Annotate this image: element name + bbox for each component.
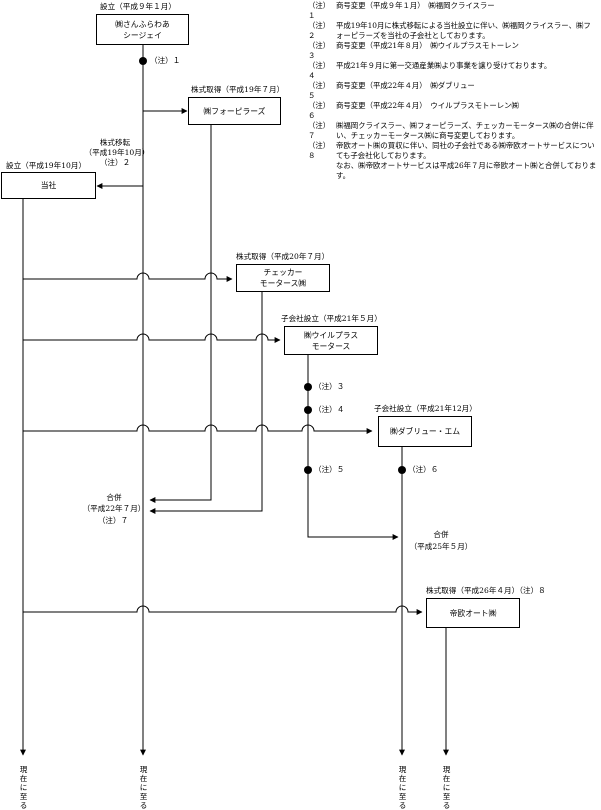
label-iten-date: （平成19年10月）: [84, 148, 150, 157]
label-dot4: （注）４: [314, 405, 345, 414]
note-row: （注）２ 平成19年10月に株式移転による当社設立に伴い、㈱福岡クライスラー、㈱フ…: [308, 21, 598, 41]
arrow-to-double: [23, 424, 373, 434]
label-gappei-date: （平成22年７月）: [82, 504, 146, 513]
genzai-teikyo: 現在に至る: [442, 765, 451, 810]
dot-note5: [304, 466, 312, 474]
label-gappei-note: （注）７: [97, 516, 129, 525]
sanfurawa-line2: シージェイ: [123, 30, 162, 40]
note-text: 商号変更（平成22年４月） ウイルプラスモトーレン㈱: [336, 101, 519, 110]
note-row: （注）８ 帝欧オート㈱の買収に伴い、同社の子会社である㈱帝欧オートサービスについて…: [308, 141, 598, 161]
label-setsuritsu2: 設立（平成19年10月）: [6, 161, 87, 170]
note-row: （注）３ 商号変更（平成21年８月） ㈱ウイルプラスモトーレン: [308, 41, 598, 61]
dot-note1: [139, 57, 147, 65]
wilplus-line2: モータース: [311, 341, 351, 351]
note-num: （注）８: [308, 141, 331, 160]
box-checker: チェッカーモータース㈱: [236, 264, 330, 292]
dot-note3: [304, 383, 312, 391]
label-gappei-title: 合併: [106, 493, 122, 502]
note-num: （注）２: [308, 21, 331, 40]
box-teikyo: 帝欧オート㈱: [426, 598, 520, 628]
label-kabushiki20: 株式取得（平成20年７月）: [236, 252, 330, 261]
label-gappei2-title: 合併: [433, 530, 449, 539]
note-text: 平成21年９月に第一交通産業㈱より事業を譲り受けております。: [336, 61, 552, 70]
label-iten-note: （注）２: [99, 158, 131, 167]
genzai-double: 現在に至る: [398, 765, 407, 810]
note-text: 商号変更（平成22年４月） ㈱ダブリュー: [336, 81, 475, 90]
dot-note6: [398, 466, 406, 474]
note-row: （注）１ 商号変更（平成９年１月） ㈱福岡クライスラー: [308, 1, 598, 21]
label-dot3: （注）３: [314, 382, 345, 391]
label-dot5: （注）５: [314, 465, 345, 474]
note-text: ㈱福岡クライスラー、㈱フォーピラーズ、チェッカーモータース㈱の合併に伴い、チェッ…: [336, 121, 594, 140]
label-kabushiki26: 株式取得（平成26年４月）（注）８: [426, 586, 546, 595]
label-dot6: （注）６: [408, 465, 439, 474]
box-follow: ㈱フォーピラーズ: [188, 97, 281, 125]
arrow-to-wilplus: [23, 333, 281, 343]
note-text: 帝欧オート㈱の買収に伴い、同社の子会社である㈱帝欧オートサービスについても子会社…: [336, 141, 595, 160]
sanfurawa-line1: ㈱さんふらわあ: [115, 19, 170, 29]
teikyo-line1: 帝欧オート㈱: [449, 608, 497, 618]
arrow-to-teikyo: [23, 605, 423, 615]
note-row: （注）６ 商号変更（平成22年４月） ウイルプラスモトーレン㈱: [308, 101, 598, 121]
genzai-tosha: 現在に至る: [19, 765, 28, 810]
follow-line: [149, 125, 212, 503]
wilplus-line: [307, 355, 399, 540]
label-dot1: （注）１: [150, 56, 181, 65]
note-num: （注）７: [308, 121, 331, 140]
label-iten-title: 株式移転: [99, 138, 131, 147]
label-kogaisha21-5: 子会社設立（平成21年５月）: [281, 314, 382, 323]
box-tosha: 当社: [1, 172, 96, 199]
note-row: （注）７ ㈱福岡クライスラー、㈱フォーピラーズ、チェッカーモータース㈱の合併に伴い…: [308, 121, 598, 141]
note-num: （注）５: [308, 81, 331, 100]
genzai-sanfurawa: 現在に至る: [139, 765, 148, 810]
label-kogaisha21-12: 子会社設立（平成21年12月）: [374, 404, 477, 413]
note-num: （注）１: [308, 1, 331, 20]
checker-line2: モータース㈱: [259, 279, 307, 288]
note-row: なお、㈱帝欧オートサービスは平成26年７月に帝欧オート㈱と合併しております。: [308, 161, 598, 181]
arrow-to-checker: [23, 272, 233, 282]
note-text: 商号変更（平成21年８月） ㈱ウイルプラスモトーレン: [336, 41, 519, 50]
note-text: 平成19年10月に株式移転による当社設立に伴い、㈱福岡クライスラー、㈱フォーピラ…: [336, 21, 591, 40]
dot-note4: [304, 406, 312, 414]
tosha-line1: 当社: [40, 181, 57, 190]
label-setsuritsu1: 設立（平成９年１月）: [100, 2, 176, 11]
double-line1: ㈱ダブリュー・エム: [389, 427, 461, 436]
note-text: なお、㈱帝欧オートサービスは平成26年７月に帝欧オート㈱と合併しております。: [336, 161, 597, 180]
notes-block: （注）１ 商号変更（平成９年１月） ㈱福岡クライスラー （注）２ 平成19年10月に…: [308, 1, 598, 181]
note-num: （注）３: [308, 41, 331, 60]
note-num: （注）４: [308, 61, 331, 80]
checker-line1: チェッカー: [263, 268, 303, 277]
wilplus-line1: ㈱ウイルプラス: [303, 330, 359, 340]
note-text: 商号変更（平成９年１月） ㈱福岡クライスラー: [336, 1, 495, 10]
box-sanfurawa: ㈱さんふらわあシージェイ: [96, 14, 189, 45]
note-row: （注）４ 平成21年９月に第一交通産業㈱より事業を譲り受けております。: [308, 61, 598, 81]
box-wilplus: ㈱ウイルプラスモータース: [284, 326, 378, 355]
follow-line1: ㈱フォーピラーズ: [203, 106, 266, 116]
note-row: （注）５ 商号変更（平成22年４月） ㈱ダブリュー: [308, 81, 598, 101]
note-num: （注）６: [308, 101, 331, 120]
label-gappei2-date: （平成25年５月）: [409, 542, 473, 551]
label-kabushiki19: 株式取得（平成19年７月）: [191, 85, 285, 94]
note-num: [308, 161, 336, 181]
checker-line: [149, 291, 263, 514]
box-double: ㈱ダブリュー・エム: [378, 416, 472, 447]
